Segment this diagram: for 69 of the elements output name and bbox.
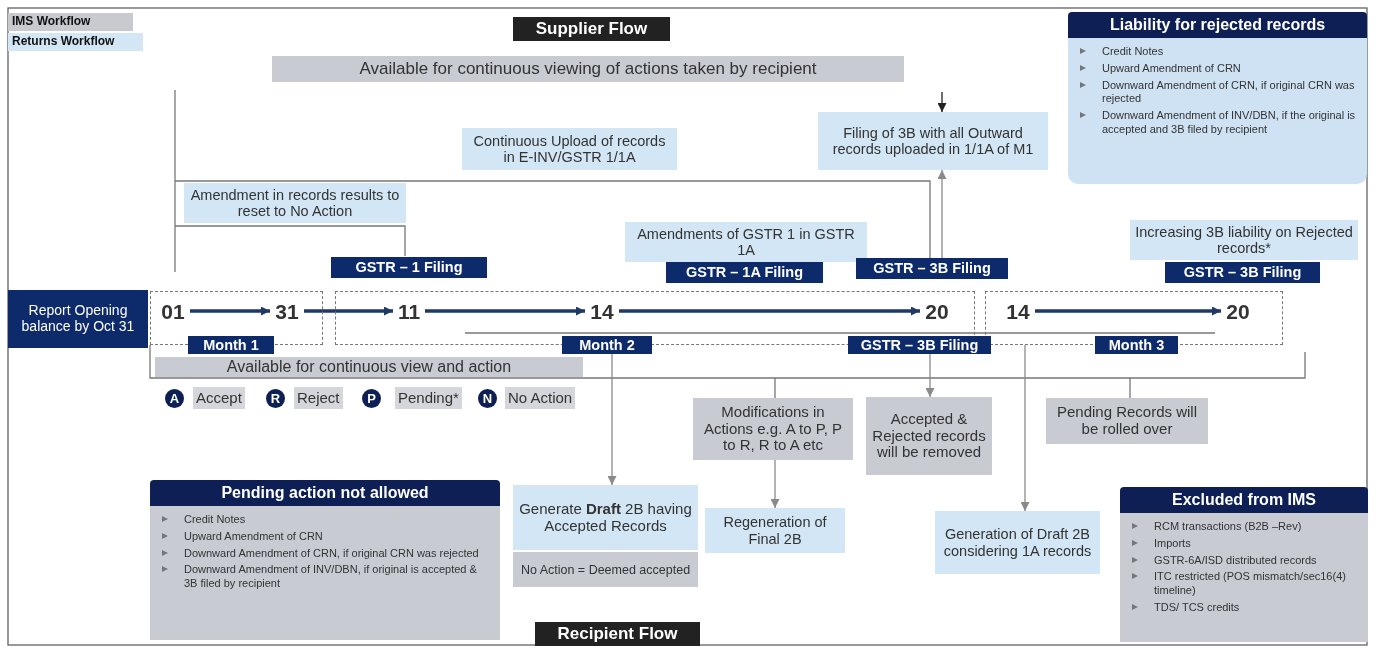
workflow-tag: Returns Workflow: [8, 33, 143, 51]
status-label: No Action: [505, 387, 576, 409]
process-box: Generate Draft 2B having Accepted Records: [513, 485, 698, 550]
bullet-item: Upward Amendment of CRN: [158, 529, 492, 544]
info-banner: Available for continuous viewing of actions taken by recipient: [272, 56, 904, 82]
bullet-item: ITC restricted (POS mismatch/sec16(4) timeline): [1128, 570, 1360, 598]
process-box: Pending Records will be rolled over: [1046, 398, 1208, 444]
date-label: 14: [586, 299, 618, 325]
process-box: Regeneration of Final 2B: [705, 508, 845, 553]
bullet-item: Downward Amendment of CRN, if original CRN was rejected: [158, 546, 492, 561]
filing-tag: Month 3: [1095, 336, 1178, 354]
bullet-item: Credit Notes: [158, 513, 492, 527]
status-label: Pending*: [395, 387, 462, 409]
arrow: [619, 306, 920, 316]
arrow: [1020, 344, 1030, 512]
bullet-item: Downward Amendment of INV/DBN, if original is accepted & 3B filed by recipient: [158, 563, 492, 591]
process-box: Filing of 3B with all Outward records uploaded in 1/1A of M1: [818, 112, 1048, 170]
bullet-item: Downward Amendment of INV/DBN, if the original is accepted and 3B filed by recipient: [1076, 109, 1359, 137]
date-label: 14: [1002, 299, 1034, 325]
status-label: Accept: [193, 387, 245, 409]
panel-header: Pending action not allowed: [150, 480, 500, 506]
process-box: Accepted & Rejected records will be removed: [866, 397, 992, 475]
filing-tag: GSTR – 3B Filing: [1165, 262, 1320, 283]
status-letter-badge: P: [362, 389, 381, 408]
filing-tag: GSTR – 1A Filing: [666, 262, 823, 283]
bullet-item: GSTR-6A/ISD distributed records: [1128, 553, 1360, 568]
status-letter-badge: N: [478, 389, 497, 408]
filing-tag: Month 1: [188, 336, 274, 354]
process-box: Generation of Draft 2B considering 1A records: [935, 511, 1100, 574]
bullet-item: Imports: [1128, 536, 1360, 551]
arrow: [937, 169, 947, 259]
note-box: No Action = Deemed accepted: [513, 552, 698, 587]
arrow: [1035, 306, 1221, 316]
status-letter-badge: R: [266, 389, 285, 408]
panel-header: Excluded from IMS: [1120, 487, 1368, 513]
flow-title: Recipient Flow: [535, 622, 700, 646]
flow-title: Supplier Flow: [513, 17, 670, 41]
status-letter-badge: A: [165, 389, 184, 408]
process-box: Amendments of GSTR 1 in GSTR 1A: [625, 222, 867, 262]
date-label: 20: [921, 299, 953, 325]
date-label: 01: [157, 299, 189, 325]
date-label: 11: [394, 299, 424, 325]
date-label: 20: [1222, 299, 1254, 325]
arrow: [937, 91, 947, 113]
status-label: Reject: [294, 387, 343, 409]
date-label: 31: [271, 299, 303, 325]
arrow: [925, 353, 935, 398]
process-box: Increasing 3B liability on Rejected records*: [1130, 220, 1358, 260]
process-box: Continuous Upload of records in E-INV/GSTR 1/1A: [462, 128, 677, 170]
bullet-item: RCM transactions (B2B –Rev): [1128, 520, 1360, 534]
bullet-item: Credit Notes: [1076, 45, 1359, 59]
bullet-item: Upward Amendment of CRN: [1076, 61, 1359, 76]
process-box: Modifications in Actions e.g. A to P, P to R, R to A etc: [693, 398, 853, 460]
filing-tag: GSTR – 3B Filing: [856, 258, 1008, 279]
process-box: Amendment in records results to reset to No Action: [184, 183, 406, 223]
filing-tag: Month 2: [562, 336, 652, 354]
arrow: [190, 306, 270, 316]
bullet-item: TDS/ TCS credits: [1128, 600, 1360, 615]
arrow: [304, 306, 393, 316]
filing-tag: GSTR – 1 Filing: [331, 257, 487, 278]
panel-header: Liability for rejected records: [1068, 12, 1367, 38]
process-box: Report Opening balance by Oct 31: [8, 290, 148, 348]
arrow: [607, 353, 617, 486]
arrow: [770, 459, 780, 509]
info-banner: Available for continuous view and action: [155, 357, 583, 377]
arrow: [425, 306, 585, 316]
workflow-tag: IMS Workflow: [8, 13, 133, 31]
filing-tag: GSTR – 3B Filing: [848, 336, 991, 354]
bullet-item: Downward Amendment of CRN, if original CRN was rejected: [1076, 78, 1359, 106]
